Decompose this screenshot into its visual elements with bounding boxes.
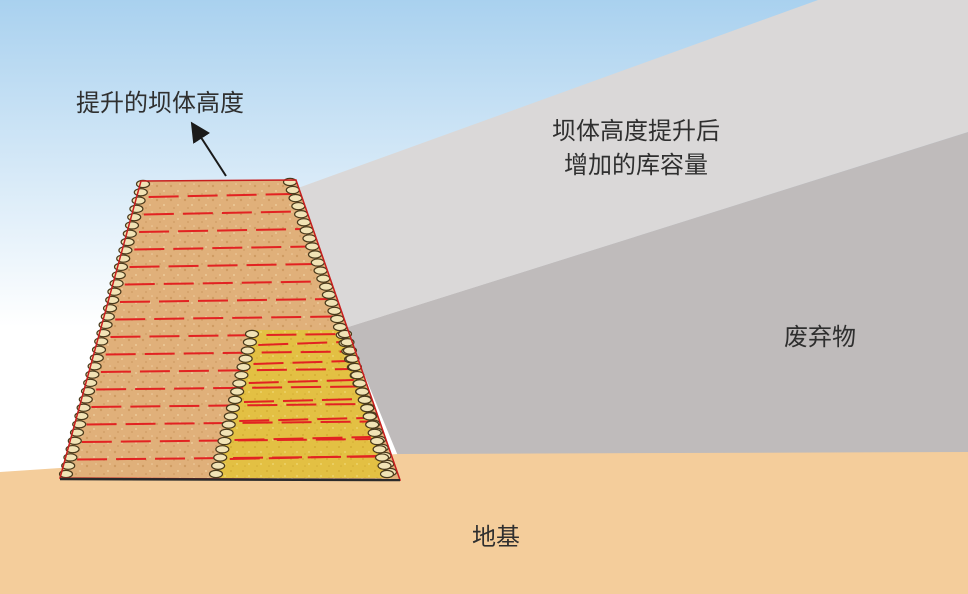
rock-facing-blocks [58,177,398,479]
facing-block-30 [69,428,85,437]
facing-block-37 [285,185,300,195]
facing-block-100 [360,403,375,413]
facing-block-85 [219,428,234,438]
facing-block-1 [133,188,148,197]
facing-block-75 [240,346,255,355]
facing-block-86 [217,436,232,446]
reinforcement-line-1 [143,210,298,216]
facing-block-107 [377,461,392,470]
facing-block-79 [232,379,247,388]
original-reinforcement-line-2 [248,379,354,384]
facing-block-43 [302,234,317,243]
reinforcement-line-4 [129,263,317,268]
facing-block-89 [211,461,226,470]
facing-block-99 [357,395,372,405]
facing-block-44 [305,242,320,251]
facing-block-84 [221,420,236,429]
facing-block-74 [242,338,257,347]
facing-block-54 [332,322,348,332]
facing-block-32 [65,444,80,454]
pointer-arrow [190,121,227,177]
waste-label: 废弃物 [784,323,856,351]
facing-block-101 [362,412,377,421]
facing-block-108 [379,469,395,479]
facing-block-98 [355,387,370,396]
reinforcement-line-0 [148,193,292,198]
facing-block-29 [72,420,87,429]
facing-block-81 [227,395,243,405]
facing-block-38 [288,193,303,203]
reinforcement-line-3 [134,245,311,251]
facing-block-73 [244,329,260,339]
reinforcement-line-2 [139,228,305,233]
facing-block-96 [350,370,365,380]
facing-block-4 [127,212,142,222]
original-reinforcement-line-4 [239,417,366,422]
facing-block-42 [299,226,314,235]
reinforcement-line-11 [96,385,359,391]
added-capacity-area [298,0,968,328]
facing-block-94 [345,354,360,363]
facing-block-48 [316,274,331,283]
original-reinforcement-line-0 [258,341,343,346]
facing-block-90 [208,469,224,479]
reinforcement-line-14 [81,438,377,443]
reinforcement-line-7 [115,315,335,321]
reinforcement-line-6 [119,298,329,303]
facing-block-92 [340,338,355,347]
facing-block-52 [327,306,342,316]
facing-block-2 [131,196,146,205]
facing-block-82 [225,403,241,413]
facing-block-88 [213,453,228,462]
facing-block-31 [67,436,82,446]
facing-block-102 [365,420,380,429]
original-reinforcement-line-1 [253,360,349,365]
added-capacity-label-line1: 坝体高度提升后 [552,117,720,145]
facing-block-103 [367,428,382,438]
facing-block-33 [63,453,78,462]
reinforcement-line-9 [105,350,347,356]
dam-base-line [59,477,401,482]
facing-block-47 [313,266,328,275]
facing-block-34 [61,461,76,470]
facing-block-104 [370,436,385,446]
facing-block-106 [374,453,390,462]
facing-block-40 [294,210,309,219]
facing-block-53 [330,314,345,324]
facing-block-83 [223,412,238,421]
facing-block-76 [238,354,253,363]
reinforcement-line-5 [124,280,323,286]
facing-block-97 [352,379,367,388]
reinforcement-line-10 [100,368,353,373]
facing-block-87 [215,445,230,454]
original-reinforcement-line-5 [234,436,371,441]
original-dam-reinforcement-lines [229,341,377,460]
facing-block-93 [342,346,358,355]
facing-block-51 [324,298,339,308]
waste-area [345,132,968,456]
facing-block-77 [236,362,251,372]
foundation-label: 地基 [472,523,520,551]
facing-block-80 [230,387,245,396]
facing-block-50 [321,290,336,299]
facing-block-105 [372,445,387,454]
foundation-area [0,452,968,594]
added-capacity-label: 坝体高度提升后 增加的库容量 [552,114,720,182]
facing-block-39 [291,201,306,211]
raised-dam-height-label: 提升的坝体高度 [76,89,244,117]
facing-block-45 [307,250,323,259]
added-capacity-label-line2: 增加的库容量 [564,151,708,179]
facing-block-3 [129,204,144,214]
facing-block-78 [234,370,249,380]
facing-block-49 [319,282,334,291]
facing-block-41 [296,218,311,227]
facing-block-46 [310,258,325,267]
original-reinforcement-line-3 [243,398,360,403]
original-reinforcement-line-6 [229,455,377,460]
